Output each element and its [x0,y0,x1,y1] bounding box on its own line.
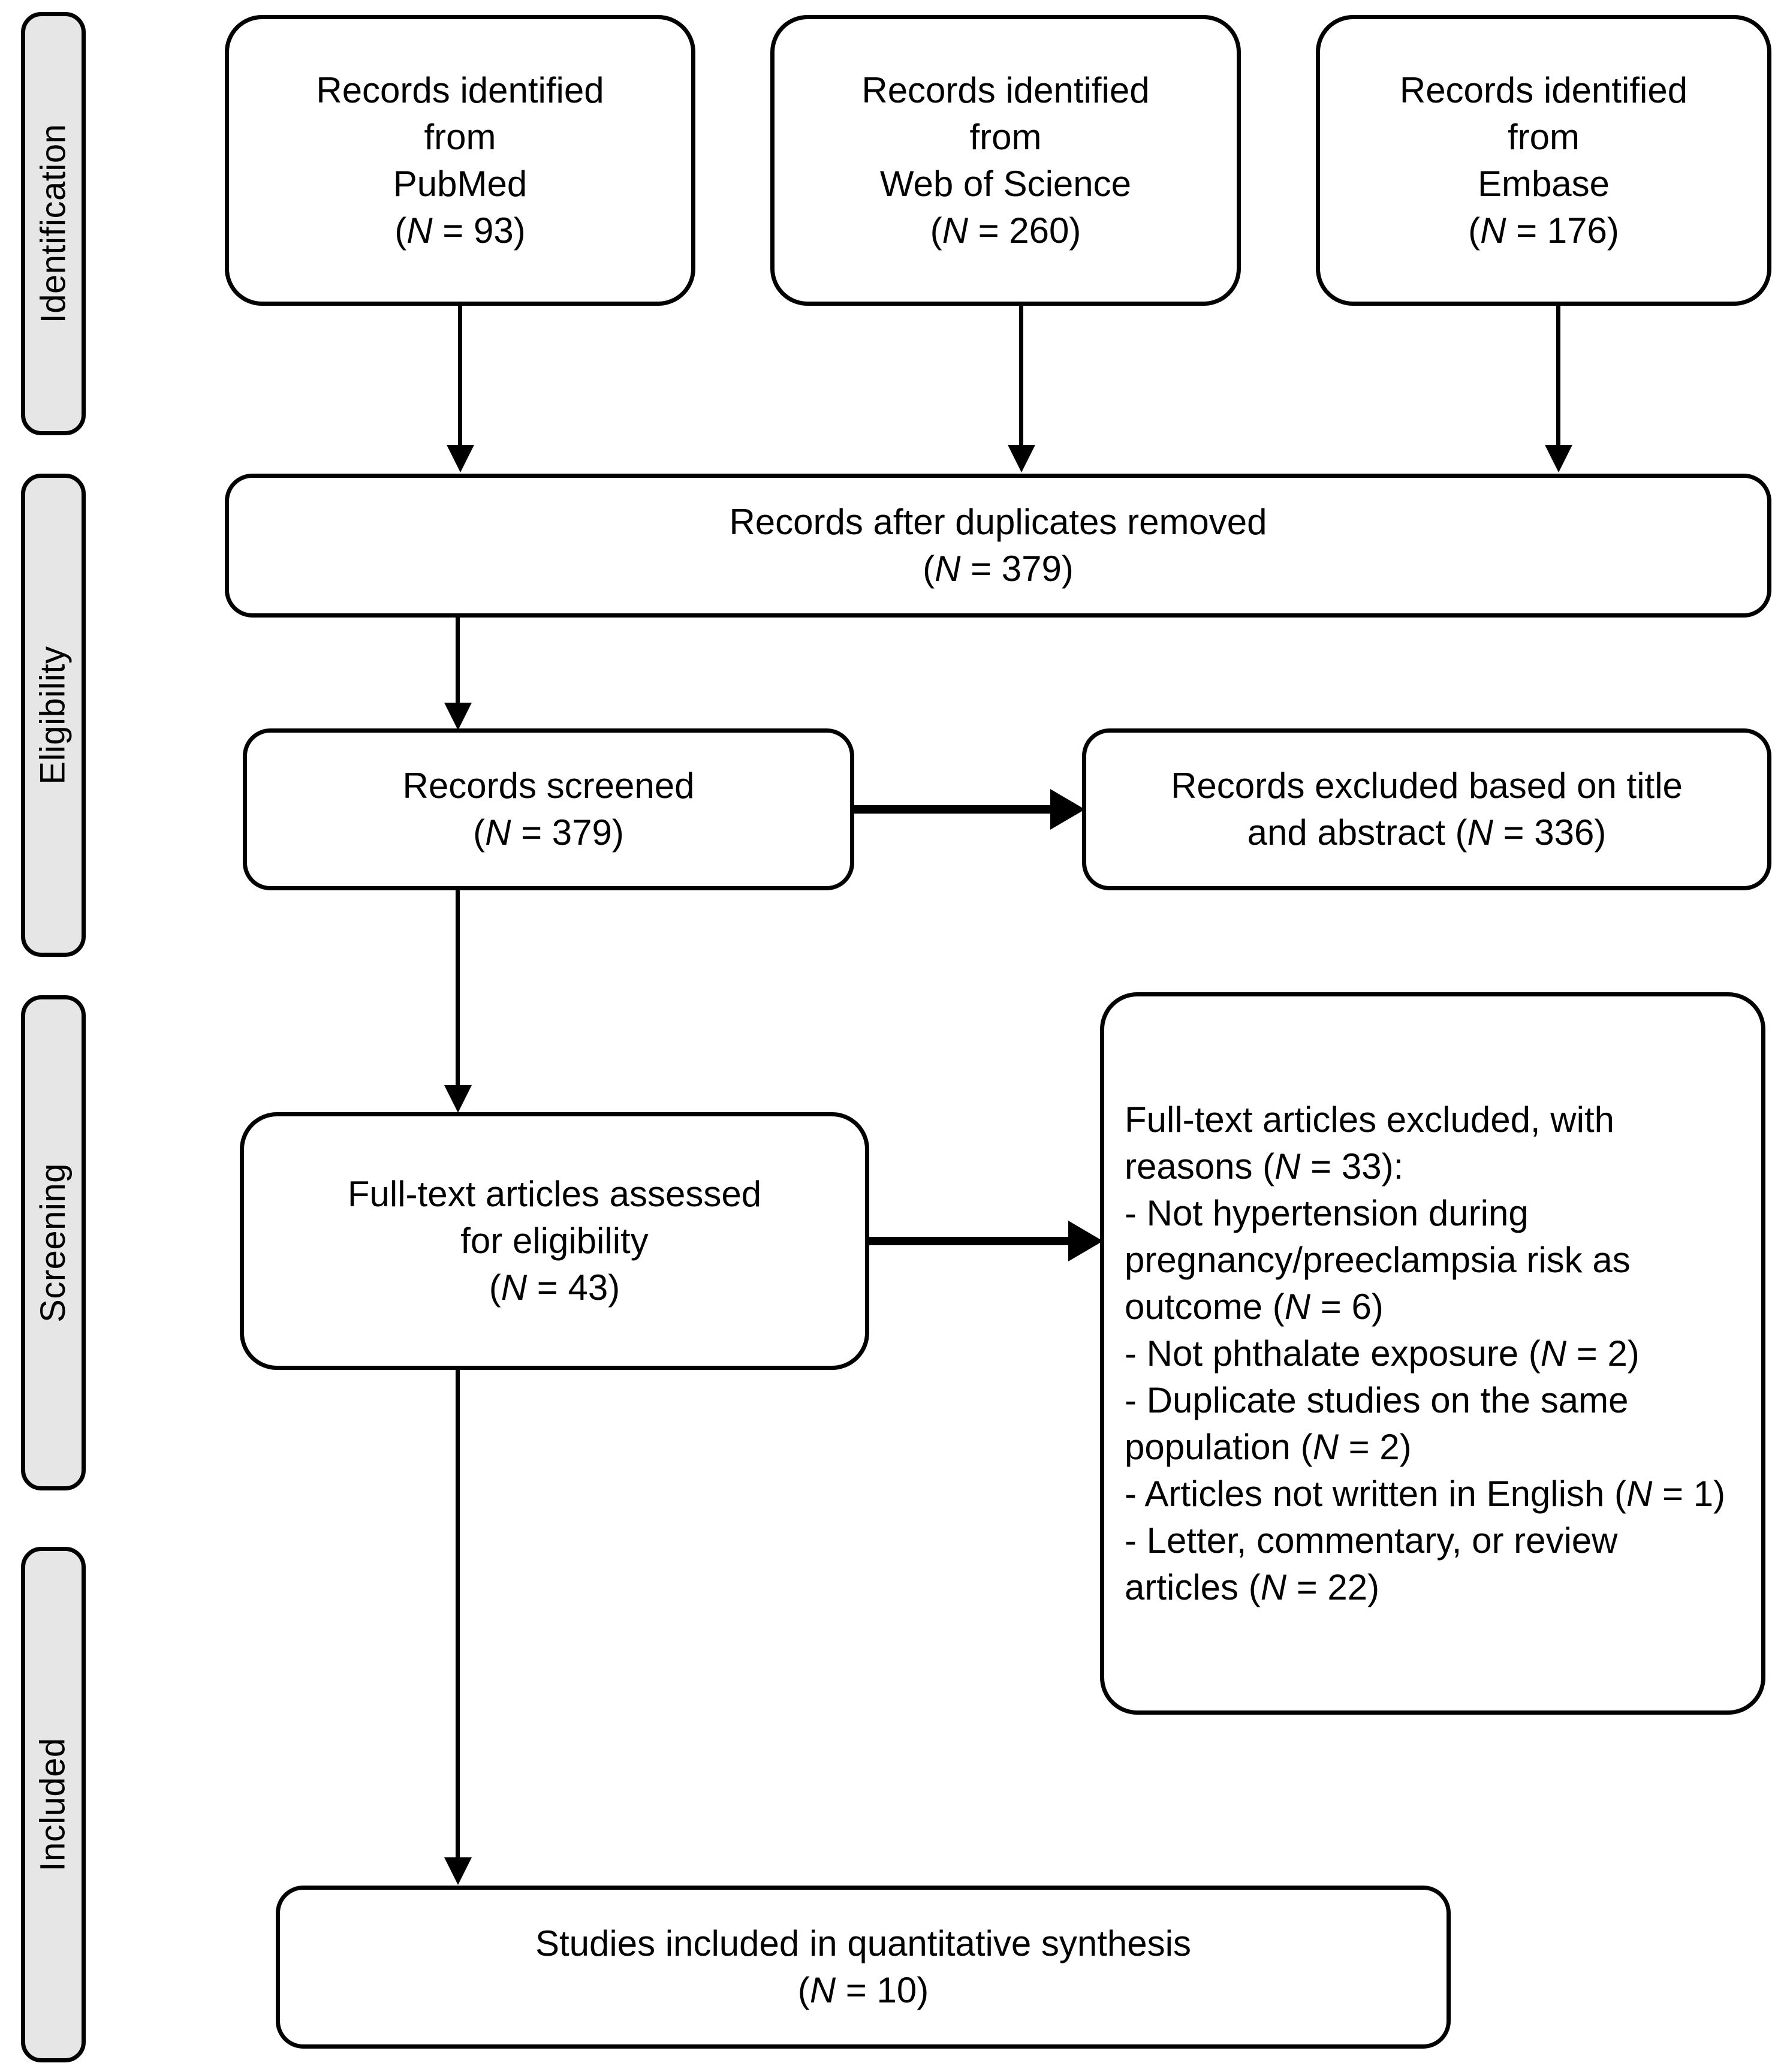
box-text-pubmed: Records identified from PubMed (N = 93) [300,67,619,254]
stage-label-identification: Identification [34,124,73,324]
arrowhead-duplicates-to-screened [444,703,472,730]
fulltext-excluded-heading: Full-text articles excluded, with reason… [1125,1099,1614,1186]
arrowhead-pubmed-to-duplicates [447,445,474,472]
screened-count: (N = 379) [473,812,624,853]
connector-embase-to-duplicates [1556,306,1560,447]
embase-line2: from [1507,116,1580,157]
pubmed-line2: from [424,116,496,157]
arrowhead-screened-to-excluded [1050,789,1085,830]
box-text-included-studies: Studies included in quantitative synthes… [520,1920,1207,2014]
embase-line1: Records identified [1399,70,1688,110]
stage-pill-identification: Identification [21,12,86,435]
connector-fulltext-to-excluded [869,1237,1073,1245]
stage-label-eligibility: Eligibility [34,646,73,785]
box-records-identified-pubmed: Records identified from PubMed (N = 93) [225,15,695,306]
fulltext-line2: for eligibility [460,1221,649,1261]
box-text-fulltext-assessed: Full-text articles assessed for eligibil… [332,1171,777,1311]
included-line1: Studies included in quantitative synthes… [535,1923,1191,1963]
box-records-identified-embase: Records identified from Embase (N = 176) [1316,15,1771,306]
box-records-excluded-title-abstract: Records excluded based on title and abst… [1082,728,1771,890]
box-text-records-screened: Records screened (N = 379) [387,763,710,856]
box-records-identified-web-of-science: Records identified from Web of Science (… [770,15,1241,306]
duplicates-count: (N = 379) [923,549,1074,589]
fulltext-excluded-reason: - Not hypertension during pregnancy/pree… [1125,1192,1631,1327]
connector-wos-to-duplicates [1019,306,1023,447]
arrowhead-embase-to-duplicates [1545,445,1572,472]
arrowhead-fulltext-to-included [444,1857,472,1885]
embase-count: (N = 176) [1468,210,1619,251]
wos-line3: Web of Science [879,163,1132,204]
fulltext-line1: Full-text articles assessed [347,1174,762,1214]
stage-label-screening: Screening [34,1163,73,1323]
connector-screened-to-excluded [854,805,1055,814]
arrowhead-wos-to-duplicates [1008,445,1035,472]
box-text-duplicates-removed: Records after duplicates removed (N = 37… [713,499,1282,592]
pubmed-line3: PubMed [393,163,528,204]
included-count: (N = 10) [797,1970,929,2010]
embase-line3: Embase [1477,163,1610,204]
fulltext-excluded-reason: - Not phthalate exposure (N = 2) [1125,1333,1640,1374]
box-records-after-duplicates-removed: Records after duplicates removed (N = 37… [225,474,1771,618]
fulltext-count: (N = 43) [489,1267,620,1308]
fulltext-excluded-reason: - Articles not written in English (N = 1… [1125,1473,1726,1514]
stage-pill-eligibility: Eligibility [21,474,86,957]
connector-screened-to-fulltext [456,890,460,1088]
screened-line1: Records screened [402,766,695,806]
fulltext-excluded-reason: - Letter, commentary, or review articles… [1125,1520,1618,1607]
arrowhead-screened-to-fulltext [444,1085,472,1113]
box-text-embase: Records identified from Embase (N = 176) [1384,67,1703,254]
wos-line1: Records identified [861,70,1150,110]
box-text-fulltext-excluded: Full-text articles excluded, with reason… [1104,1097,1761,1611]
duplicates-line1: Records after duplicates removed [729,502,1267,542]
box-text-web-of-science: Records identified from Web of Science (… [846,67,1165,254]
excluded-line2: and abstract (N = 336) [1247,812,1607,853]
box-studies-included-quantitative-synthesis: Studies included in quantitative synthes… [276,1886,1451,2049]
wos-count: (N = 260) [930,210,1081,251]
pubmed-line1: Records identified [316,70,604,110]
connector-fulltext-to-included [456,1370,460,1862]
stage-label-included: Included [34,1737,73,1872]
connector-duplicates-to-screened [456,618,460,707]
excluded-line1: Records excluded based on title [1171,766,1683,806]
stage-pill-screening: Screening [21,995,86,1490]
wos-line2: from [969,116,1042,157]
connector-pubmed-to-duplicates [458,306,462,447]
arrowhead-fulltext-to-excluded [1068,1221,1103,1261]
box-records-screened: Records screened (N = 379) [243,728,854,890]
fulltext-excluded-reason: - Duplicate studies on the same populati… [1125,1380,1629,1467]
box-full-text-articles-assessed: Full-text articles assessed for eligibil… [240,1112,869,1370]
stage-pill-included: Included [21,1547,86,2062]
box-text-records-excluded: Records excluded based on title and abst… [1155,763,1698,856]
pubmed-count: (N = 93) [394,210,526,251]
box-full-text-articles-excluded: Full-text articles excluded, with reason… [1100,992,1765,1715]
